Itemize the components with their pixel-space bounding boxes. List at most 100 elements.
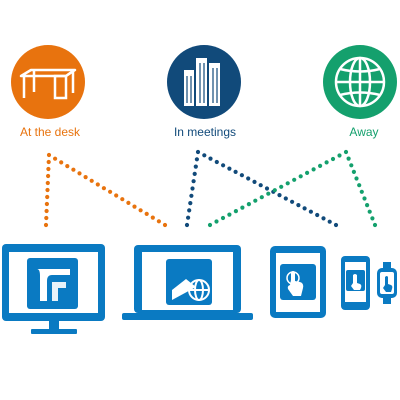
connector-dot: [150, 215, 155, 220]
connector-dot: [156, 219, 161, 224]
connector-dot: [44, 208, 49, 214]
connector-dot: [305, 170, 310, 175]
connector-dot: [187, 208, 192, 213]
connector-dot: [290, 199, 295, 204]
connector-dot: [65, 164, 70, 169]
connector-dot: [186, 215, 191, 220]
connector-dot: [330, 156, 336, 162]
connector-dot: [46, 166, 51, 172]
connector-dot: [349, 163, 354, 168]
connector-dot: [296, 203, 301, 208]
connector-dot: [83, 175, 88, 180]
tablet: [270, 246, 326, 318]
connector-dot: [292, 177, 297, 182]
connector-dot: [194, 157, 199, 162]
connector-dot: [190, 186, 195, 191]
connector-dot: [43, 222, 49, 228]
connector-dot: [44, 215, 49, 221]
connector-dot: [101, 186, 106, 191]
connector-dot: [45, 180, 50, 186]
dotted-connectors: [43, 149, 378, 228]
laptop: [122, 245, 253, 320]
connector-dot: [253, 198, 258, 203]
connector-dot: [89, 178, 94, 183]
connector-dot: [252, 179, 257, 184]
connector-dot: [46, 173, 51, 179]
connector-dot: [343, 149, 349, 155]
connector-dot: [191, 179, 196, 184]
connector-dot: [114, 193, 119, 198]
connector-dot: [367, 209, 372, 214]
connector-dot: [264, 186, 270, 191]
connector-dot: [214, 219, 219, 224]
connector-dot: [362, 196, 367, 201]
connector-dot: [240, 205, 245, 210]
connector-dot: [285, 181, 290, 186]
connector-dot: [357, 183, 362, 188]
connector-dot: [45, 187, 50, 193]
connector-dot: [311, 167, 316, 172]
connector-dot: [46, 159, 51, 165]
connector-dot: [246, 202, 251, 207]
connector-dot: [246, 176, 251, 181]
connector-dot: [258, 183, 263, 188]
connector-dot: [195, 149, 201, 155]
connector-dot: [132, 204, 137, 209]
connector-dot: [126, 200, 131, 205]
category-label-away: Away: [349, 125, 379, 139]
connector-dot: [324, 160, 329, 165]
connector-dot: [208, 156, 213, 161]
connector-dot: [239, 173, 244, 178]
connector-dot: [220, 215, 226, 221]
connector-dot: [277, 193, 282, 198]
connector-dot: [193, 164, 198, 169]
connector-dot: [259, 195, 264, 200]
connector-dot: [44, 201, 50, 207]
desk-icon: [11, 45, 85, 119]
connector-dot: [120, 197, 125, 202]
connector-dot: [327, 219, 332, 224]
touch-hand-icon: [346, 270, 365, 291]
connector-dot: [162, 222, 168, 228]
connector-dot: [272, 188, 277, 193]
touch-hand-icon: [383, 276, 393, 292]
connector-dot: [207, 222, 213, 228]
connector-dot: [202, 153, 207, 158]
category-label-meetings: In meetings: [173, 125, 237, 139]
connector-dot: [189, 193, 194, 198]
connector-dot: [359, 189, 364, 194]
dotted-line-meetings: [184, 149, 339, 228]
connector-dot: [333, 222, 339, 228]
connector-dot: [298, 174, 303, 179]
connector-dot: [59, 160, 64, 165]
globe-icon: [323, 45, 397, 119]
connector-dot: [354, 176, 359, 181]
desktop-monitor: [2, 244, 105, 334]
app-logo-globe-icon: [166, 259, 212, 305]
dotted-line-desk: [43, 152, 168, 228]
connector-dot: [221, 163, 226, 168]
connector-dot: [138, 208, 143, 213]
connector-dot: [266, 191, 271, 196]
app-logo-icon: [27, 258, 78, 309]
connector-dot: [233, 209, 238, 214]
connector-dot: [184, 222, 190, 228]
connector-dot: [144, 211, 149, 216]
connector-dot: [233, 169, 238, 174]
smartwatch: [377, 262, 397, 304]
connector-dot: [227, 212, 232, 217]
connector-dot: [315, 212, 320, 218]
connector-dot: [188, 201, 193, 206]
connector-dot: [351, 169, 356, 174]
connector-dot: [53, 156, 58, 161]
connector-dot: [45, 194, 50, 200]
connector-dot: [227, 166, 232, 171]
connector-dot: [365, 203, 370, 208]
connector-dot: [192, 171, 197, 176]
smartphone: [341, 256, 370, 310]
connector-dot: [372, 222, 378, 228]
connector-dot: [302, 206, 307, 211]
connector-dot: [318, 163, 323, 168]
connector-dot: [346, 156, 351, 161]
